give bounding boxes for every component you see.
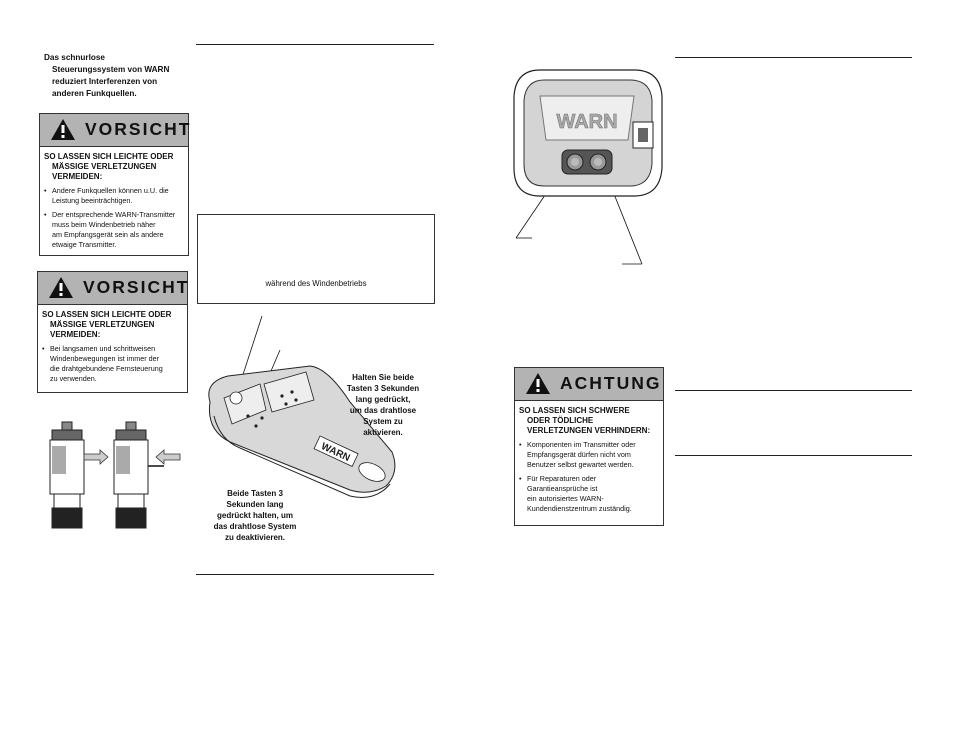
caution-header: VORSICHT (40, 114, 192, 147)
intro-line: Das schnurlose (44, 53, 105, 62)
divider (675, 455, 912, 456)
warning-heading: SO LASSEN SICH SCHWERE ODER TÖDLICHE VER… (519, 406, 651, 435)
caution-box-1: VORSICHT SO LASSEN SICH LEICHTE ODER MÄS… (39, 113, 189, 256)
intro-text: Das schnurlose Steuerungssystem von WARN… (44, 52, 194, 100)
info-box: während des Windenbetriebs (197, 214, 435, 304)
caption-activate: Halten Sie beide Tasten 3 Sekunden lang … (346, 373, 420, 437)
warning-bullet: Komponenten im Transmitter oderEmpfangsg… (519, 440, 657, 470)
caution-bullet: Bei langsamen und schrittweisenWindenbew… (42, 344, 181, 384)
divider (196, 574, 434, 575)
divider (675, 57, 912, 58)
warning-header: ACHTUNG (515, 368, 663, 401)
intro-line: Steuerungssystem von WARN (52, 65, 170, 74)
intro-line: anderen Funkquellen. (52, 89, 137, 98)
caution-bullet: Andere Funkquellen können u.U. dieLeistu… (44, 186, 182, 206)
warning-triangle-icon (526, 373, 550, 394)
caution-title: VORSICHT (83, 277, 190, 297)
divider (675, 390, 912, 391)
warning-triangle-icon (51, 119, 75, 140)
caution-title: VORSICHT (85, 119, 192, 139)
receiver-install-illustration (49, 421, 181, 529)
arrow-left-icon (155, 449, 181, 465)
warning-box: ACHTUNG SO LASSEN SICH SCHWERE ODER TÖDL… (514, 367, 664, 526)
caution-heading: SO LASSEN SICH LEICHTE ODER MÄSSIGE VERL… (44, 152, 174, 181)
arrow-right-icon (83, 449, 109, 465)
transmitter-illustration: WARN (208, 315, 396, 498)
warning-triangle-icon (49, 277, 73, 298)
caption-deactivate: Beide Tasten 3 Sekunden lang gedrückt ha… (213, 489, 297, 542)
brand-logo: WARN (556, 111, 617, 133)
info-box-text: während des Windenbetriebs (265, 279, 367, 288)
warning-title: ACHTUNG (560, 373, 662, 393)
intro-line: reduziert Interferenzen von (52, 77, 158, 86)
receiver-front-illustration: WARN (513, 69, 663, 265)
divider (196, 44, 434, 45)
caution-header: VORSICHT (38, 272, 187, 305)
caution-box-2: VORSICHT SO LASSEN SICH LEICHTE ODER MÄS… (37, 271, 188, 393)
caution-heading: SO LASSEN SICH LEICHTE ODER MÄSSIGE VERL… (42, 310, 172, 339)
